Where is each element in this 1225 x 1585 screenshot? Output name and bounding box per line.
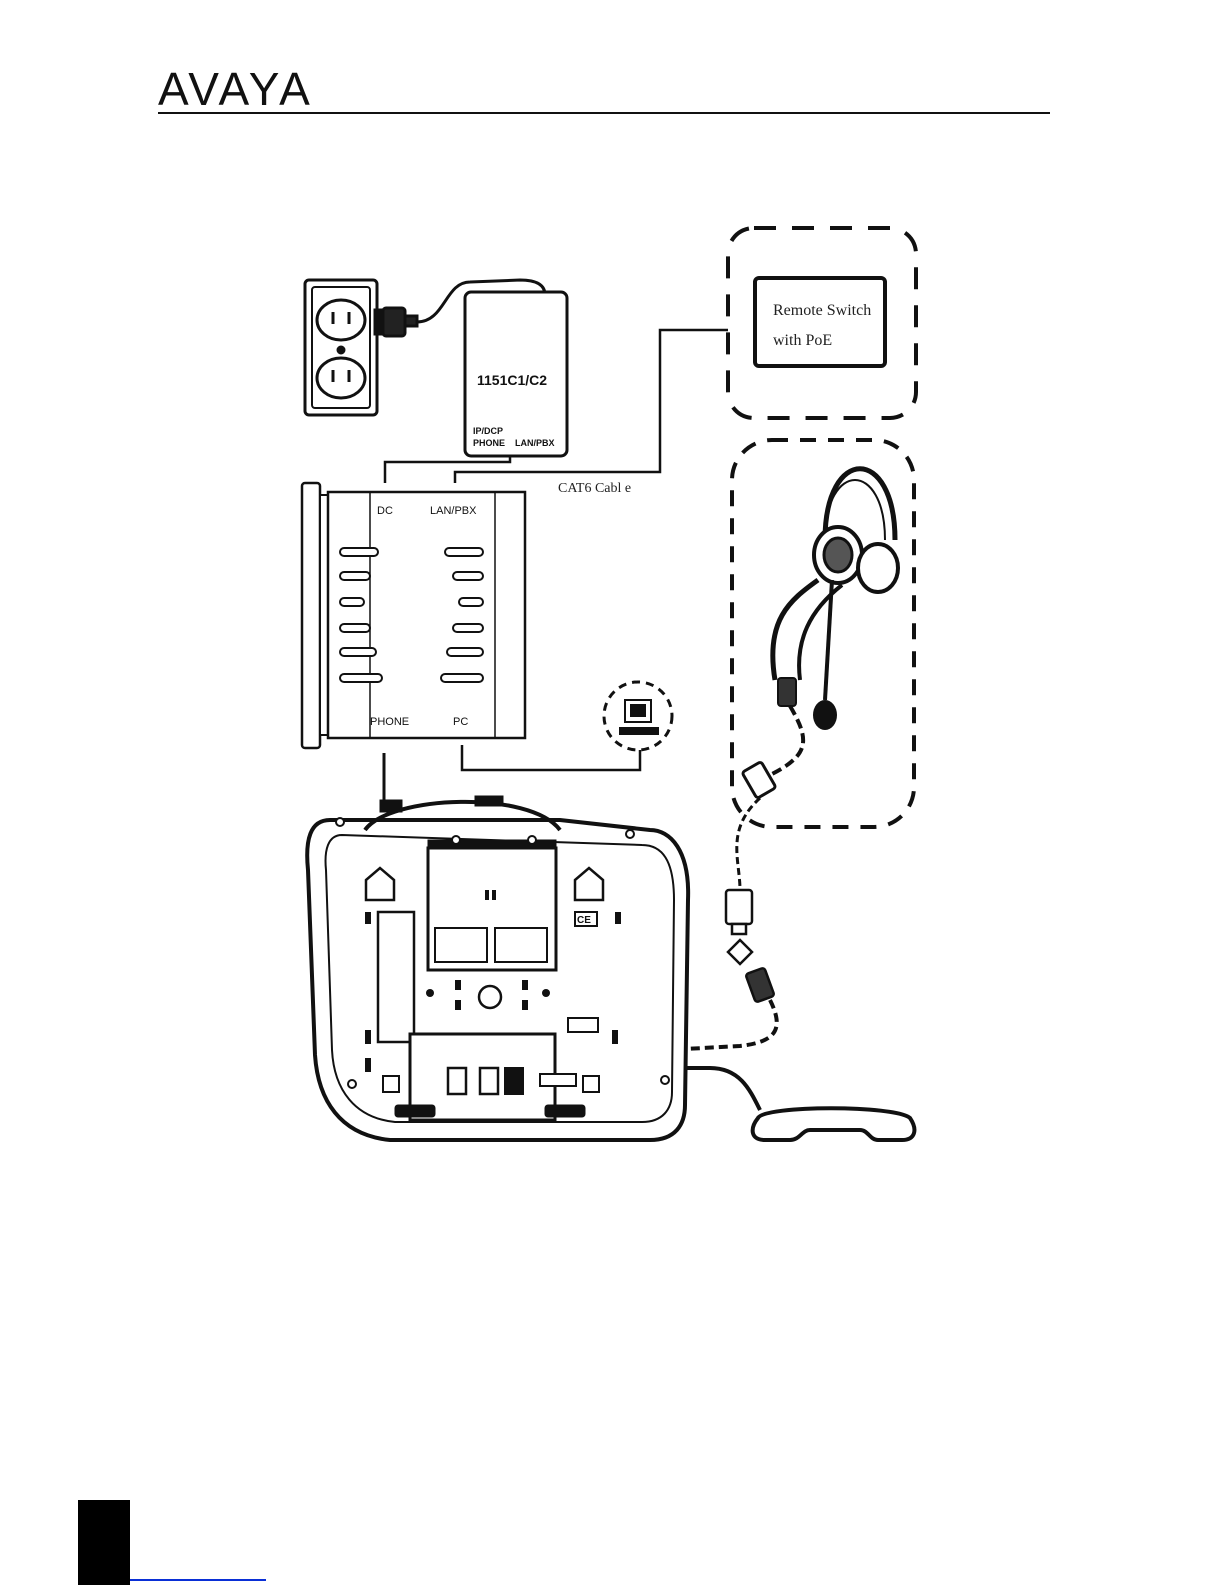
wall-outlet <box>305 280 377 415</box>
avaya-logo: AVAYA <box>158 62 313 116</box>
power-supply-port-label-lanpbx: LAN/PBX <box>515 438 555 448</box>
remote-switch-label-line1: Remote Switch <box>773 302 871 319</box>
cable-psu-to-dc <box>385 456 510 483</box>
connection-diagram: 1151C1/C2 IP/DCP PHONE LAN/PBX Remote Sw… <box>270 200 932 1182</box>
phone-base: CE <box>307 796 688 1140</box>
connection-diagram-svg: 1151C1/C2 IP/DCP PHONE LAN/PBX Remote Sw… <box>270 200 932 1182</box>
footer-link-rule[interactable] <box>130 1579 266 1581</box>
cable-cat6-label: CAT6 Cabl e <box>558 481 631 496</box>
headset <box>732 440 914 827</box>
ce-mark: CE <box>577 915 591 926</box>
power-plug <box>375 308 417 336</box>
power-supply-model-label: 1151C1/C2 <box>477 372 547 388</box>
power-supply-port-label-phone: PHONE <box>473 438 505 448</box>
page-number-block <box>78 1500 130 1585</box>
power-supply-port-label-ipdcp: IP/DCP <box>473 426 503 436</box>
adapter-port-label-lanpbx: LAN/PBX <box>430 505 477 517</box>
headset-connector <box>726 890 775 1003</box>
power-supply: 1151C1/C2 IP/DCP PHONE LAN/PBX <box>465 292 567 456</box>
remote-switch-label-line2: with PoE <box>773 332 832 349</box>
computer-icon <box>604 682 672 750</box>
cable-pc <box>462 745 640 770</box>
adapter-port-label-phone: PHONE <box>370 716 409 728</box>
header-rule <box>158 112 1050 114</box>
handset-icon <box>753 1108 915 1140</box>
adapter-port-label-dc: DC <box>377 505 393 517</box>
adapter-port-label-pc: PC <box>453 716 468 728</box>
network-adapter: DC LAN/PBX PHONE PC <box>302 483 525 748</box>
remote-switch: Remote Switch with PoE <box>728 228 916 418</box>
